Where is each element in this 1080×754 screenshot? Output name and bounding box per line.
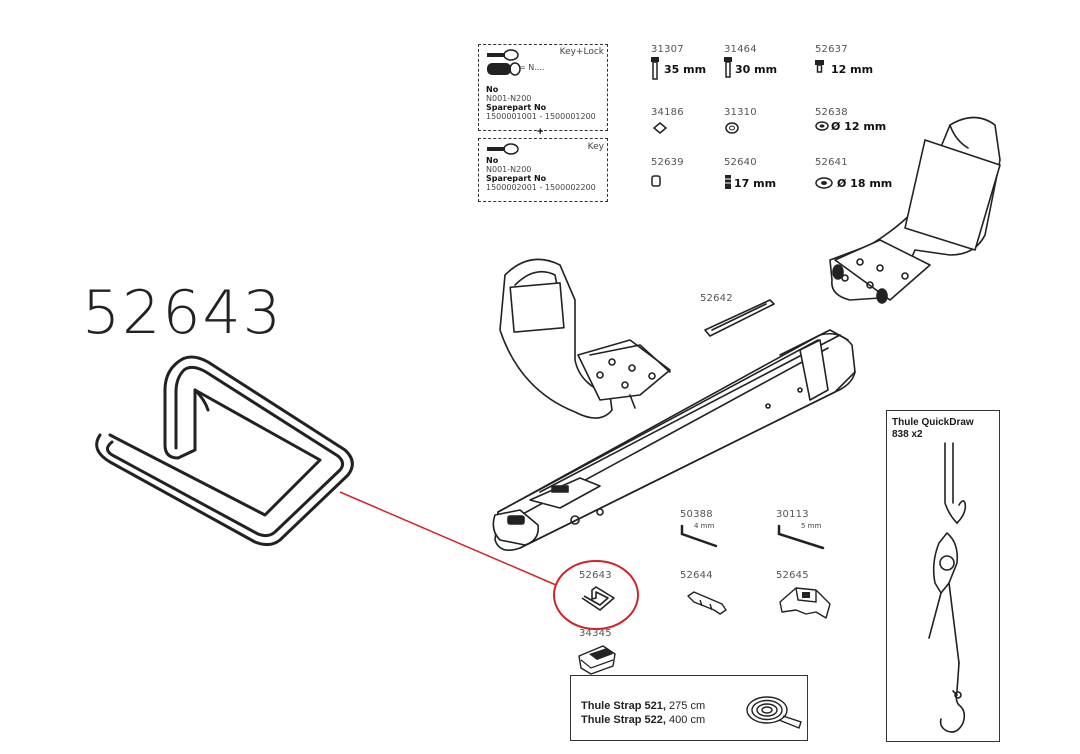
part-dimension: 17 mm [734,177,777,190]
part-number-label: 52640 [724,157,757,168]
keylock-box-bottom: Key No N001-N200 Sparepart No 1500002001… [478,138,608,202]
hex-key-size: 4 mm [694,522,715,530]
bolt-icon [724,57,732,78]
strap-521-length: 275 cm [665,700,706,712]
strap-box: Thule Strap 521, 275 cm Thule Strap 522,… [570,675,808,741]
key-spare-label: Sparepart No [486,174,547,183]
spring-washer-icon [725,122,739,134]
part-number-label: 34186 [651,107,684,118]
part-number-label: 52645 [776,570,809,581]
keylock-box-top: Key+Lock = N.... No N001-N200 Sparepart … [478,44,608,131]
hex-key-icon [777,524,825,550]
keylock-top-details: No N001-N200 Sparepart No 1500001001 - 1… [486,85,596,121]
part-dimension: 35 mm [664,63,707,76]
highlighted-part-number: 52643 [82,278,283,348]
quickdraw-title-line1: Thule QuickDraw [892,417,974,428]
part-number-label: 52639 [651,157,684,168]
part-number-label: 52644 [680,570,713,581]
part-number-label: 31307 [651,44,684,55]
key-no-label: No [486,156,499,165]
end-cap-icon [578,645,616,675]
key-icon [487,49,519,61]
strap-text: Thule Strap 521, 275 cm Thule Strap 522,… [581,699,705,727]
keylock-spare-label: Sparepart No [486,103,547,112]
keylock-no-value: N001-N200 [486,94,532,103]
part-dimension: 30 mm [735,63,778,76]
key-icon [487,143,519,155]
bracket-icon [687,591,727,615]
key-spare-value: 1500002001 - 1500002200 [486,183,596,192]
screw-icon [815,60,824,73]
part-number-label: 52638 [815,107,848,118]
part-dimension: 12 mm [831,63,874,76]
sleeve-icon [651,175,661,187]
part-number-label: 52637 [815,44,848,55]
hex-key-size: 5 mm [801,522,822,530]
part-number-label: 30113 [776,509,809,520]
keylock-spare-value: 1500001001 - 1500001200 [486,112,596,121]
threaded-insert-icon [725,175,731,189]
washer-icon [815,121,829,131]
part-dimension: Ø 12 mm [831,120,887,133]
part-number-label: 34345 [579,628,612,639]
part-number-label: 31464 [724,44,757,55]
washer-icon [815,177,833,189]
keylock-no-label: No [486,85,499,94]
quickdraw-title: Thule QuickDraw 838 x2 [892,417,974,441]
strap-522-name: Thule Strap 522, [581,714,666,726]
part-number-label: 31310 [724,107,757,118]
clamp-icon [779,587,831,619]
part-number-label: 52643 [579,570,612,581]
keylock-corner-label: Key+Lock [559,47,604,57]
part-number-label: 52642 [700,293,733,304]
quickdraw-quantity: 838 x2 [892,429,923,440]
lock-cylinder-icon [487,62,521,76]
bolt-icon [651,57,659,80]
strap-521-name: Thule Strap 521, [581,700,666,712]
keylock-bottom-details: No N001-N200 Sparepart No 1500002001 - 1… [486,156,596,192]
part-dimension: Ø 18 mm [837,177,893,190]
keylock-plus: + [537,126,544,138]
quickdraw-box: Thule QuickDraw 838 x2 [886,410,1000,742]
square-nut-icon [652,122,668,134]
hex-key-icon [680,524,718,548]
quickdraw-strap-illustration [928,442,967,733]
clip-small-icon [581,586,615,611]
strap-roll-icon [746,696,802,729]
key-corner-label: Key [587,142,604,152]
clip-large-illustration [95,355,354,547]
strap-522-length: 400 cm [665,714,706,726]
keylock-eq-label: = N.... [519,63,545,72]
key-no-value: N001-N200 [486,165,532,174]
part-number-label: 50388 [680,509,713,520]
part-number-label: 52641 [815,157,848,168]
